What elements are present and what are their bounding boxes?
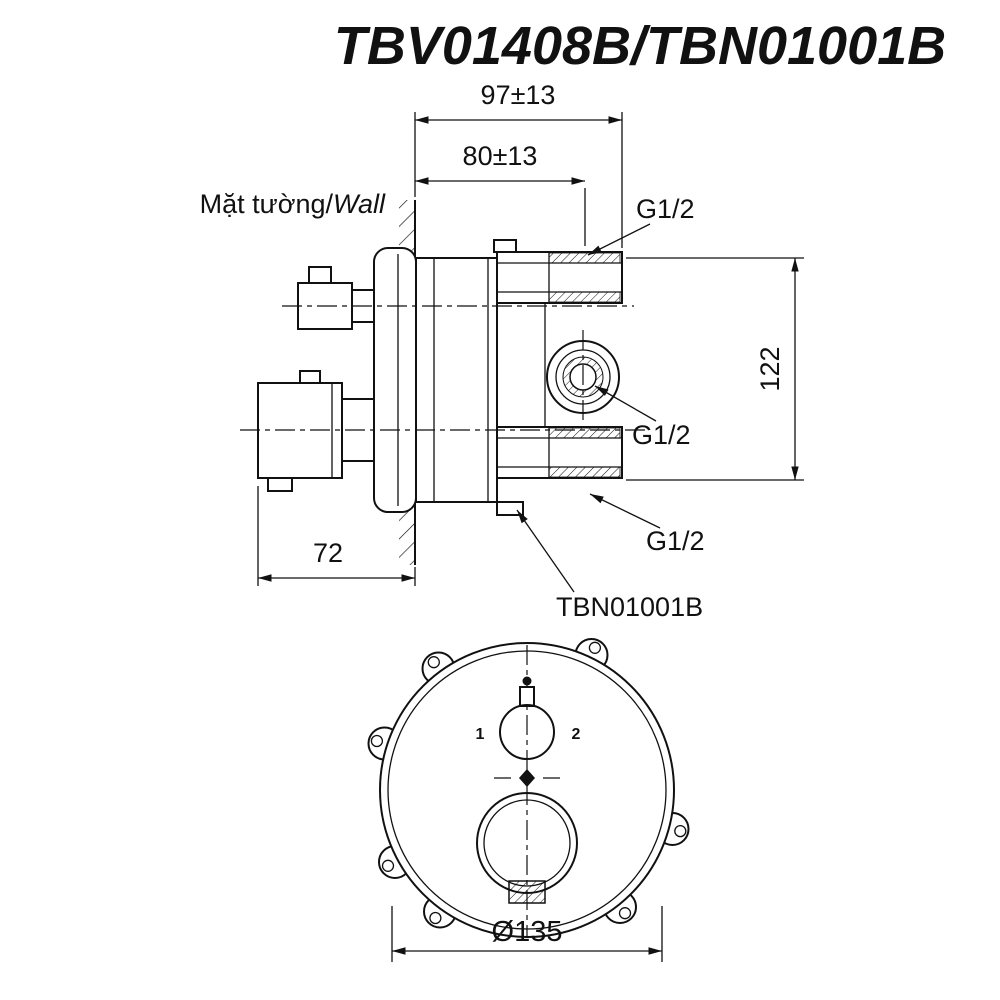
dimension-72: 72 <box>257 486 415 586</box>
leader-line <box>594 385 657 422</box>
callout-g12-top: G1/2 <box>587 194 695 256</box>
g12-top-label: G1/2 <box>636 194 695 224</box>
dim-80-label: 80±13 <box>463 141 538 171</box>
callout-g12-mid: G1/2 <box>594 385 691 450</box>
body-top-tab <box>493 239 517 253</box>
dimension-97: 97±13 <box>415 80 623 248</box>
diverter-knob: 1 2 <box>476 676 581 760</box>
trim-plate <box>373 247 417 513</box>
lug-holes <box>370 641 687 925</box>
leader-line <box>516 509 575 593</box>
dimension-80: 80±13 <box>415 141 586 246</box>
valve-body <box>415 239 623 516</box>
dimension-122: 122 <box>626 257 804 481</box>
wall-label-vi: Mặt tường/ <box>200 189 334 219</box>
bottom-port <box>496 426 623 479</box>
callout-g12-bottom: G1/2 <box>589 493 705 556</box>
top-handle <box>297 266 377 330</box>
bottom-handle <box>257 370 375 492</box>
body-bottom-foot <box>496 501 524 516</box>
marker-1-label: 1 <box>476 726 485 743</box>
bottom-port-thread <box>548 427 621 439</box>
drawing-title: TBV01408B/TBN01001B <box>334 16 946 76</box>
knob-stop-block <box>508 880 546 904</box>
front-view: 1 2 Ø135 <box>367 638 690 962</box>
index-marks <box>494 769 560 787</box>
g12-mid-label: G1/2 <box>632 420 691 450</box>
top-port <box>496 251 623 304</box>
index-diamond <box>519 769 535 787</box>
pin-stem <box>519 686 535 707</box>
side-view: Mặt tường/ Wall <box>200 80 804 622</box>
temperature-knob <box>476 792 578 904</box>
dim-97-label: 97±13 <box>481 80 556 110</box>
dimension-diameter: Ø135 <box>391 906 663 962</box>
callout-valve-model: TBN01001B <box>516 509 703 622</box>
dim-72-label: 72 <box>313 538 343 568</box>
dim-diameter-label: Ø135 <box>492 916 563 948</box>
leader-line <box>589 493 661 529</box>
g12-bottom-label: G1/2 <box>646 526 705 556</box>
dim-122-label: 122 <box>755 346 785 391</box>
pin-dot <box>522 676 532 686</box>
wall-label-en: Wall <box>333 189 386 219</box>
leader-line <box>587 223 651 256</box>
valve-model-label: TBN01001B <box>556 592 703 622</box>
marker-2-label: 2 <box>572 726 581 743</box>
top-port-thread <box>548 252 621 264</box>
